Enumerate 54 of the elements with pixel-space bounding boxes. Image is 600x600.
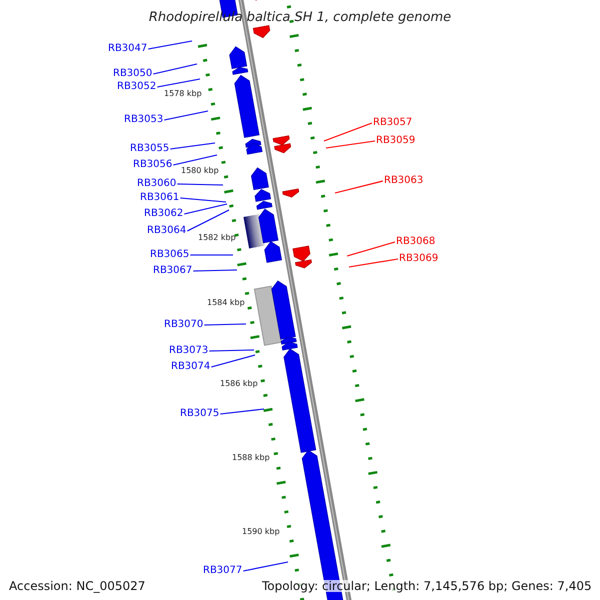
gene-label: RB3075 (180, 409, 220, 419)
gene-label: RB3050 (113, 69, 152, 79)
gene-label: RB3074 (171, 362, 210, 372)
gene-label: RB3077 (203, 566, 242, 576)
gene-label: RB3067 (153, 266, 192, 276)
leader-line (148, 40, 192, 50)
gene-label: RB3055 (130, 144, 170, 154)
leader-line (326, 140, 376, 149)
leader-line (348, 258, 398, 268)
leader-line (209, 349, 254, 352)
gene-label: RB3063 (384, 176, 424, 186)
leader-line (187, 210, 230, 232)
gene-label: RB3056 (133, 160, 172, 170)
gene-label: RB3068 (396, 237, 436, 247)
leader-line (190, 254, 233, 256)
gene-label: RB3052 (117, 82, 156, 92)
leader-line (334, 180, 384, 194)
leader-line (164, 110, 208, 121)
gene-label: RB3070 (164, 320, 204, 330)
scale-label: 1580 kbp (181, 167, 219, 175)
gene-label: RB3065 (150, 250, 190, 260)
leader-line (170, 142, 216, 150)
info-text: Accession: NC_005027 (9, 580, 146, 592)
leader-line (193, 269, 238, 272)
scale-label: 1590 kbp (242, 528, 280, 536)
leader-line (243, 561, 288, 572)
scale-label: 1586 kbp (220, 380, 258, 388)
leader-line (184, 203, 228, 215)
leader-line (180, 197, 226, 203)
leader-line (211, 354, 256, 368)
scale-label: 1584 kbp (207, 299, 245, 307)
leader-line (177, 183, 224, 186)
map-title: Rhodopirellula baltica SH 1, complete genome (148, 11, 452, 24)
leader-line (157, 78, 200, 88)
scale-label: 1582 kbp (198, 234, 236, 242)
gene-label: RB3060 (137, 179, 176, 189)
gene-label: RB3053 (124, 115, 164, 125)
scale-label: 1578 kbp (164, 90, 202, 98)
gene-label: RB3073 (169, 346, 208, 356)
gene-label: RB3047 (108, 44, 148, 54)
gene-label: RB3061 (140, 193, 180, 203)
gene-label: RB3062 (144, 209, 184, 219)
leader-line (324, 122, 372, 142)
leader-line (153, 63, 198, 75)
gene-label: RB3064 (147, 226, 186, 236)
scale-label: 1588 kbp (232, 454, 270, 462)
leader-line (173, 154, 218, 166)
gene-label: RB3057 (373, 118, 412, 128)
leader-line (346, 241, 396, 257)
leader-line (204, 323, 246, 326)
leader-line (220, 408, 264, 415)
info-text: Topology: circular; Length: 7,145,576 bp; Genes: 7,405 (262, 580, 592, 592)
gene-label: RB3059 (376, 136, 416, 146)
gene-label: RB3069 (399, 254, 438, 264)
